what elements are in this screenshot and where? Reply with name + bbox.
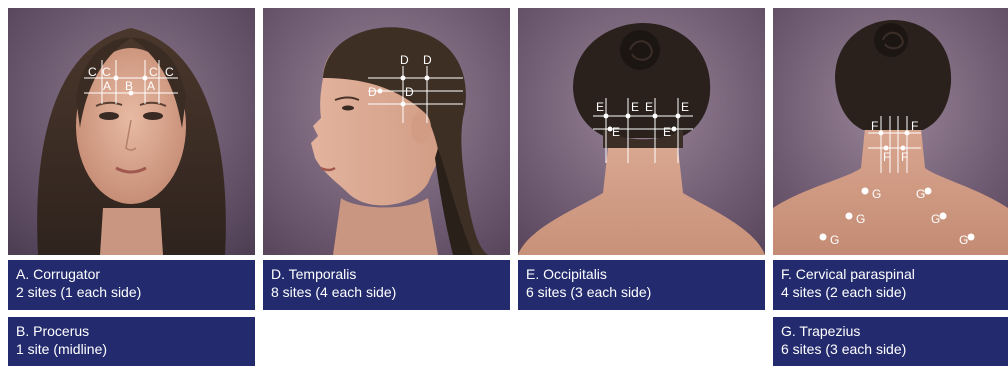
site-label-f: F	[883, 150, 890, 164]
injection-site-marker	[940, 213, 947, 220]
site-label-d: D	[405, 85, 414, 99]
site-label-f: F	[911, 119, 918, 133]
caption-title: F. Cervical paraspinal	[781, 265, 1000, 283]
caption-detail: 6 sites (3 each side)	[526, 283, 757, 301]
site-label-e: E	[612, 125, 620, 139]
site-label-d: D	[368, 85, 377, 99]
caption-detail: 8 sites (4 each side)	[271, 283, 502, 301]
caption-title: G. Trapezius	[781, 322, 1000, 340]
injection-site-marker	[401, 76, 406, 81]
site-label-e: E	[645, 100, 653, 114]
caption-temporalis: D. Temporalis 8 sites (4 each side)	[263, 260, 510, 310]
site-label-e: E	[663, 125, 671, 139]
caption-detail: 1 site (midline)	[16, 340, 247, 358]
injection-site-marker	[425, 76, 430, 81]
site-label-g: G	[856, 212, 865, 226]
site-label-d: D	[400, 53, 409, 67]
injection-site-marker	[114, 76, 119, 81]
site-label-g: G	[959, 233, 968, 247]
injection-site-marker	[846, 213, 853, 220]
site-label-g: G	[916, 187, 925, 201]
face-front-illustration: C C C C A B A	[8, 8, 255, 255]
injection-site-marker	[905, 131, 910, 136]
panel-neck-shoulders: F F F F G G G G G G	[773, 8, 1008, 255]
injection-site-marker	[653, 114, 658, 119]
injection-site-marker	[672, 127, 677, 132]
panel-face-profile: D D D D	[263, 8, 510, 255]
site-label-g: G	[931, 212, 940, 226]
injection-site-marker	[862, 188, 869, 195]
panel-face-front: C C C C A B A	[8, 8, 255, 255]
injection-site-marker	[879, 131, 884, 136]
caption-cervical-paraspinal: F. Cervical paraspinal 4 sites (2 each s…	[773, 260, 1008, 310]
injection-site-marker	[604, 114, 609, 119]
injection-site-marker	[626, 114, 631, 119]
face-profile-illustration: D D D D	[263, 8, 510, 255]
caption-detail: 6 sites (3 each side)	[781, 340, 1000, 358]
site-label-e: E	[631, 100, 639, 114]
panel-head-back: E E E E E E	[518, 8, 765, 255]
site-label-f: F	[871, 119, 878, 133]
site-label-c: C	[102, 65, 111, 79]
caption-detail: 2 sites (1 each side)	[16, 283, 247, 301]
injection-site-marker	[378, 89, 383, 94]
site-label-c: C	[165, 65, 174, 79]
site-label-a: A	[147, 79, 155, 93]
site-label-e: E	[596, 100, 604, 114]
site-label-f: F	[901, 150, 908, 164]
site-label-a: A	[103, 79, 111, 93]
caption-procerus: B. Procerus 1 site (midline)	[8, 317, 255, 366]
site-label-c: C	[149, 65, 158, 79]
caption-title: A. Corrugator	[16, 265, 247, 283]
caption-trapezius: G. Trapezius 6 sites (3 each side)	[773, 317, 1008, 366]
caption-title: B. Procerus	[16, 322, 247, 340]
injection-site-marker	[925, 188, 932, 195]
caption-corrugator: A. Corrugator 2 sites (1 each side)	[8, 260, 255, 310]
injection-site-marker	[820, 234, 827, 241]
neck-shoulders-illustration: F F F F G G G G G G	[773, 8, 1008, 255]
injection-site-marker	[676, 114, 681, 119]
injection-site-marker	[968, 234, 975, 241]
injection-site-marker	[401, 102, 406, 107]
site-label-c: C	[88, 65, 97, 79]
caption-title: D. Temporalis	[271, 265, 502, 283]
site-label-b: B	[125, 79, 133, 93]
site-label-d: D	[423, 53, 432, 67]
caption-title: E. Occipitalis	[526, 265, 757, 283]
head-back-illustration: E E E E E E	[518, 8, 765, 255]
caption-detail: 4 sites (2 each side)	[781, 283, 1000, 301]
site-label-g: G	[830, 233, 839, 247]
caption-occipitalis: E. Occipitalis 6 sites (3 each side)	[518, 260, 765, 310]
site-label-e: E	[681, 100, 689, 114]
site-label-g: G	[872, 187, 881, 201]
